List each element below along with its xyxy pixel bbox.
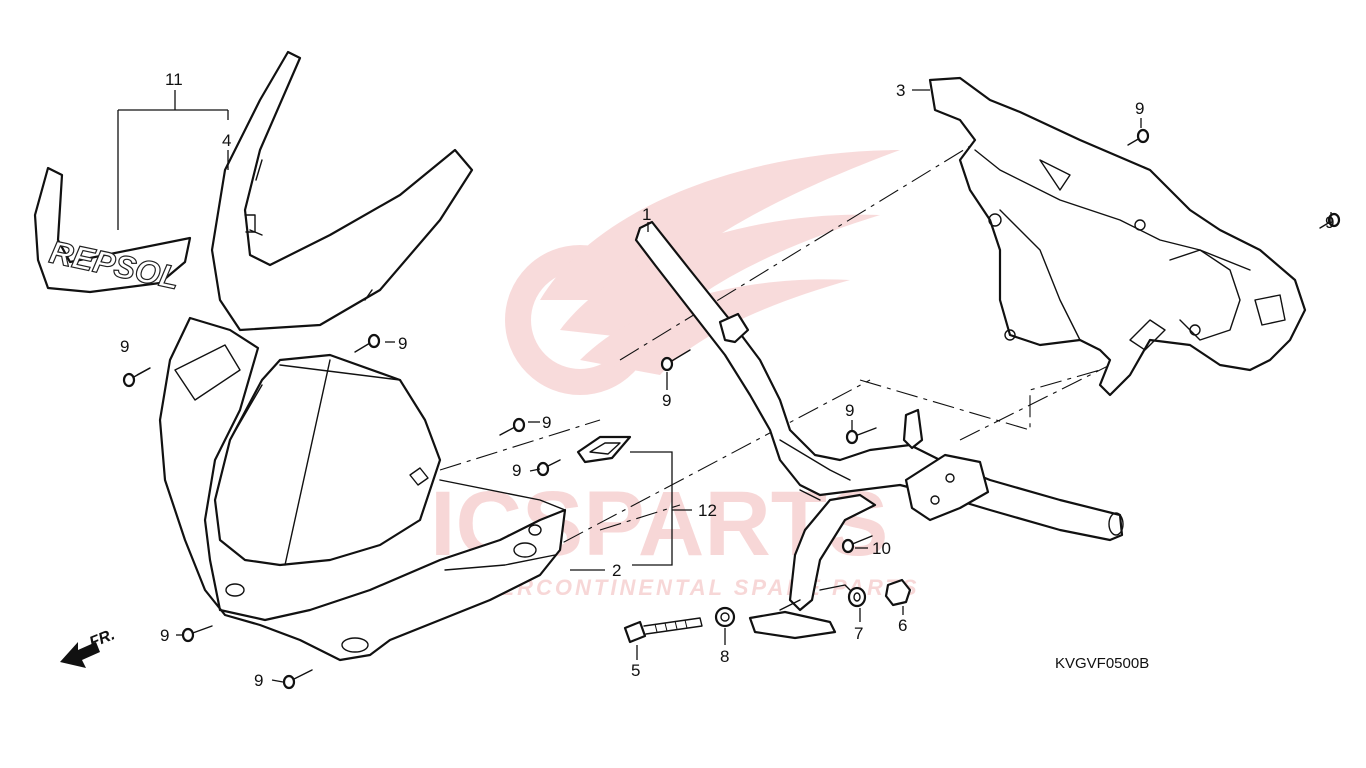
windscreen-top-cover xyxy=(210,50,474,332)
callout-9-rear-right: 9 xyxy=(1325,213,1334,232)
collar-7 xyxy=(847,586,867,608)
callout-8: 8 xyxy=(720,647,729,666)
screw-9-rear-top xyxy=(1127,128,1150,146)
screw-9-mid-top xyxy=(354,333,381,353)
screw-9-mid xyxy=(499,417,526,436)
callout-9-rear-top: 9 xyxy=(1135,99,1144,118)
assembly-lines xyxy=(439,139,1121,561)
callout-10: 10 xyxy=(872,539,891,558)
callout-9-emblem: 9 xyxy=(512,461,521,480)
front-label: FR. xyxy=(87,626,117,651)
callout-9-handlebar: 9 xyxy=(662,391,671,410)
callout-7: 7 xyxy=(854,624,863,643)
callout-9-bracket: 9 xyxy=(845,401,854,420)
callout-2: 2 xyxy=(612,561,621,580)
callout-9-mid-top: 9 xyxy=(398,334,407,353)
front-handle-cover xyxy=(158,316,567,662)
screw-10 xyxy=(841,535,873,554)
nut-6 xyxy=(884,578,912,607)
callout-9-bottom: 9 xyxy=(254,671,263,690)
callout-11: 11 xyxy=(165,70,183,89)
repsol-decal: REPSOL xyxy=(33,166,192,297)
washer-8 xyxy=(714,606,736,628)
callout-labels: 11 4 9 9 9 9 9 9 9 9 9 9 1 3 12 2 10 5 8… xyxy=(120,70,1334,690)
callout-6: 6 xyxy=(898,616,907,635)
callout-9-bottom-left: 9 xyxy=(160,626,169,645)
bolt-5 xyxy=(623,617,703,644)
watermark-wing-logo xyxy=(505,150,900,395)
handlebar xyxy=(634,220,1124,640)
callout-1: 1 xyxy=(642,205,651,224)
callout-12: 12 xyxy=(698,501,717,520)
callout-4: 4 xyxy=(222,131,231,150)
rear-handle-cover xyxy=(928,76,1307,397)
fasteners xyxy=(122,128,1341,690)
emblem xyxy=(576,435,632,464)
callout-9-left-top: 9 xyxy=(120,337,129,356)
screw-9-handlebar xyxy=(660,349,691,372)
front-direction-arrow: FR. xyxy=(60,626,117,668)
callout-9-mid: 9 xyxy=(542,413,551,432)
screw-9-bracket xyxy=(845,427,877,445)
leader-lines xyxy=(117,89,1332,683)
screw-9-bottom xyxy=(282,669,313,690)
callout-3: 3 xyxy=(896,81,905,100)
screw-9-bottom-left xyxy=(181,625,213,643)
watermark: ICSPARTS INTERCONTINENTAL SPARE PARTS xyxy=(430,150,917,600)
callout-5: 5 xyxy=(631,661,640,680)
drawing-code: KVGVF0500B xyxy=(1055,655,1149,672)
